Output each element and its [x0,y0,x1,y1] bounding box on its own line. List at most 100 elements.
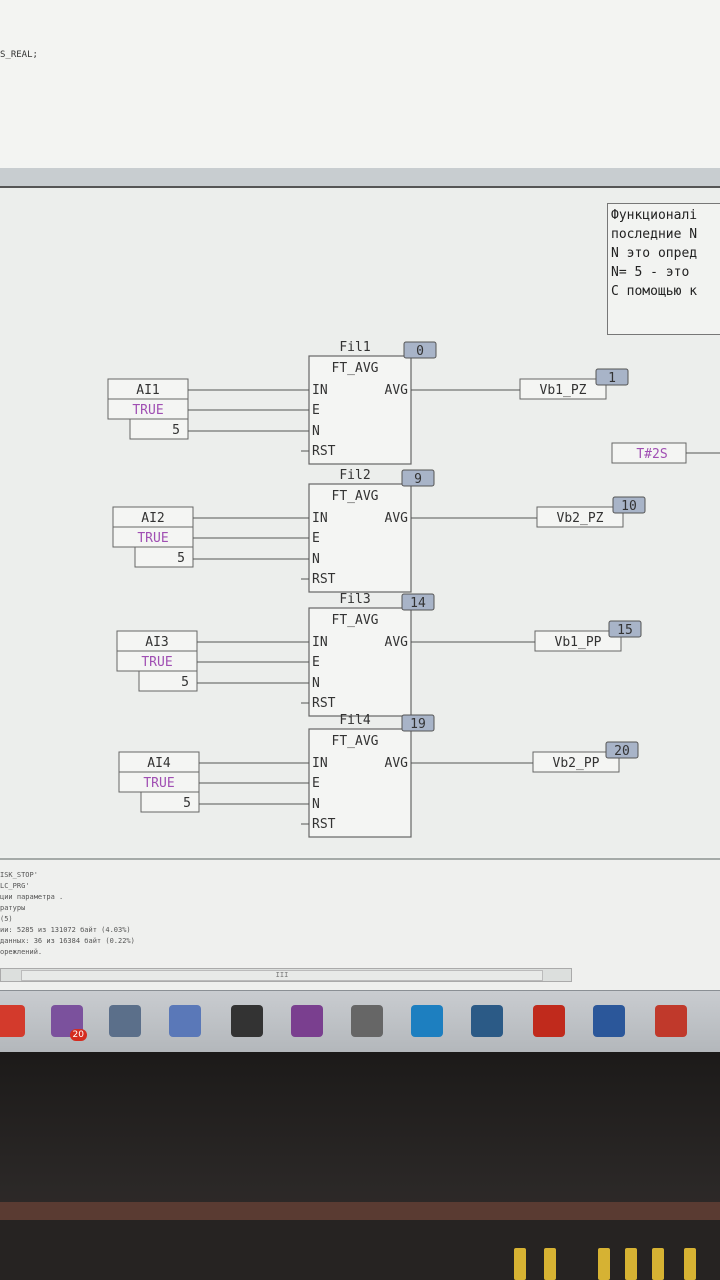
winrar-icon [291,1005,323,1037]
comment-line: N это опред [611,246,698,261]
message-line: данных: 36 из 16384 байт (0.22%) [0,937,135,945]
message-pane[interactable]: ISK_STOP' LC_PRG' ции параметра . ратуры… [0,858,720,992]
output-order-box [608,620,642,638]
comment-line: С помощью к [611,284,698,299]
pin-rst-label: RST [312,696,336,711]
input-variable-name: AI3 [145,635,168,650]
taskbar-button[interactable] [102,999,148,1043]
block-instance-name: Fil3 [339,592,370,607]
enable-constant-value: TRUE [132,403,163,418]
comment-box[interactable]: Функционалі последние N N это опред N= 5… [607,203,720,335]
taskbar-button[interactable]: 20 [44,999,90,1043]
taskbar-button[interactable] [344,999,390,1043]
block-type-label: FT_AVG [332,734,379,749]
output-variable-name: Vb2_PP [553,756,600,771]
message-line: LC_PRG' [0,882,30,890]
viber-icon: 20 [51,1005,87,1041]
horizontal-scrollbar[interactable]: III [0,968,572,982]
pin-in-label: IN [312,511,328,526]
pin-rst-label: RST [312,572,336,587]
pin-rst-label: RST [312,817,336,832]
taskbar-button[interactable] [404,999,450,1043]
message-line: ратуры [0,904,26,912]
message-line: орежлений. [0,948,43,956]
indicator-light [625,1248,637,1280]
pin-n-label: N [312,552,320,567]
comment-line: N= 5 - это [611,265,690,280]
n-constant-value: 5 [177,551,185,566]
message-line: (5) [0,915,13,923]
execution-order-number: 19 [410,717,426,732]
block-instance-name: Fil1 [339,340,370,355]
indicator-light [544,1248,556,1280]
taskbar-button[interactable] [224,999,270,1043]
pane-splitter[interactable] [0,168,720,188]
message-line: ISK_STOP' [0,871,38,879]
pin-n-label: N [312,676,320,691]
word-icon [593,1005,625,1037]
output-variable-name: Vb2_PZ [557,511,604,526]
output-order-number: 10 [621,499,637,514]
pin-n-label: N [312,797,320,812]
pin-rst-label: RST [312,444,336,459]
message-line: ции параметра . [0,893,64,901]
execution-order-number: 14 [410,596,426,611]
declaration-pane[interactable]: S_REAL; [0,0,720,169]
input-variable-name: AI2 [141,511,164,526]
taskbar-button[interactable] [586,999,632,1043]
taskbar-button[interactable] [648,999,694,1043]
output-order-number: 20 [614,744,630,759]
output-variable-box[interactable] [519,378,607,400]
fbd-diagram[interactable]: Fil1FT_AVG0INENRSTAVGAI1TRUE5Vb1_PZ1Fil2… [0,188,720,856]
block-type-label: FT_AVG [332,613,379,628]
output-variable-name: Vb1_PP [555,635,602,650]
function-block[interactable] [308,607,412,717]
time-constant-value: T#2S [636,447,667,462]
output-variable-box[interactable] [536,506,624,528]
taskbar-button[interactable] [162,999,208,1043]
indicator-light [598,1248,610,1280]
codesys-icon [109,1005,141,1037]
execution-order-box [401,469,435,487]
output-variable-box[interactable] [532,751,620,773]
output-order-number: 1 [608,371,616,386]
scrollbar-thumb[interactable]: III [21,970,543,981]
chrome-icon [0,1005,25,1037]
function-block[interactable] [308,355,412,465]
taskbar: 20 [0,990,720,1052]
function-block[interactable] [308,728,412,838]
taskbar-button[interactable] [0,999,32,1043]
taskbar-button[interactable] [284,999,330,1043]
output-order-box [595,368,629,386]
taskbar-button[interactable] [464,999,510,1043]
output-order-box [612,496,646,514]
output-variable-name: Vb1_PZ [540,383,587,398]
execution-order-box [401,593,435,611]
pin-in-label: IN [312,756,328,771]
pin-avg-label: AVG [385,635,409,650]
n-constant-value: 5 [172,423,180,438]
output-order-box [605,741,639,759]
enable-constant-value: TRUE [141,655,172,670]
block-type-label: FT_AVG [332,489,379,504]
n-constant-box[interactable] [134,546,194,568]
n-constant-box[interactable] [140,791,200,813]
block-instance-name: Fil4 [339,713,370,728]
pin-in-label: IN [312,383,328,398]
output-variable-box[interactable] [534,630,622,652]
function-block[interactable] [308,483,412,593]
pin-avg-label: AVG [385,511,409,526]
pin-avg-label: AVG [385,383,409,398]
input-variable-name: AI4 [147,756,171,771]
network-icon [169,1005,201,1037]
n-constant-box[interactable] [129,418,189,440]
taskbar-button[interactable] [526,999,572,1043]
n-constant-box[interactable] [138,670,198,692]
help-book-icon [411,1005,443,1037]
execution-order-box [403,341,437,359]
n-constant-value: 5 [183,796,191,811]
enable-constant-value: TRUE [137,531,168,546]
input-variable-name: AI1 [136,383,159,398]
